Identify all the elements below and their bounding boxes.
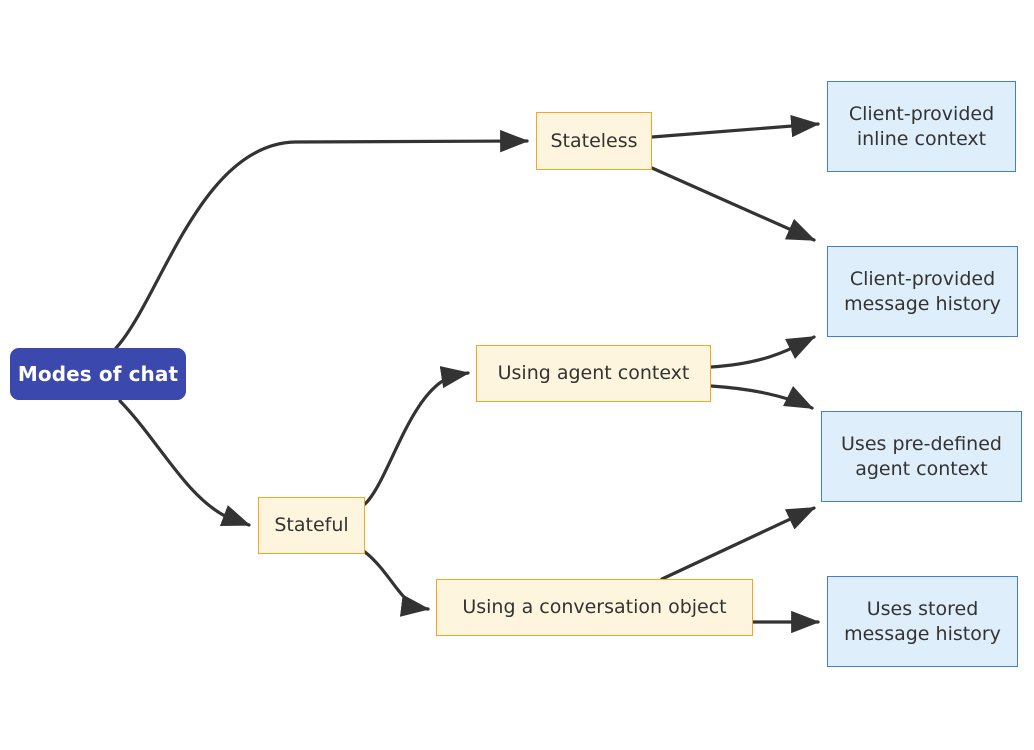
node-label-using-a-conversation-object: Using a conversation object [462,596,727,619]
edge-stateless-to-client-history [650,166,816,242]
edge-stateful-to-conversation-object [363,550,430,617]
node-label-uses-stored-message-history: Uses stored message history [844,597,1001,645]
node-label-stateful: Stateful [274,514,349,537]
node-using-agent-context[interactable]: Using agent context [476,345,711,402]
node-label-stateless: Stateless [550,129,638,152]
edge-conversation-object-to-predefined-agent-context [660,506,816,581]
edge-agent-context-to-predefined-agent-context [709,384,814,410]
node-client-provided-message-history[interactable]: Client-provided message history [827,246,1018,337]
edge-root-to-stateless [114,129,529,350]
node-label-client-provided-message-history: Client-provided message history [844,267,1001,315]
node-uses-pre-defined-agent-context[interactable]: Uses pre-defined agent context [821,411,1022,502]
node-client-provided-inline-context[interactable]: Client-provided inline context [827,81,1016,172]
node-stateless[interactable]: Stateless [536,112,652,170]
node-label-using-agent-context: Using agent context [497,362,690,385]
node-uses-stored-message-history[interactable]: Uses stored message history [827,576,1018,667]
edge-stateful-to-agent-context [363,366,470,506]
node-label-modes-of-chat: Modes of chat [17,362,179,386]
edge-agent-context-to-client-history [709,335,816,369]
node-stateful[interactable]: Stateful [258,497,365,554]
edge-root-to-stateful [118,399,251,527]
node-using-a-conversation-object[interactable]: Using a conversation object [436,579,753,636]
node-label-client-provided-inline-context: Client-provided inline context [848,102,995,150]
node-label-uses-pre-defined-agent-context: Uses pre-defined agent context [841,432,1002,480]
node-modes-of-chat[interactable]: Modes of chat [10,348,186,400]
edge-stateless-to-inline-context [650,114,820,139]
